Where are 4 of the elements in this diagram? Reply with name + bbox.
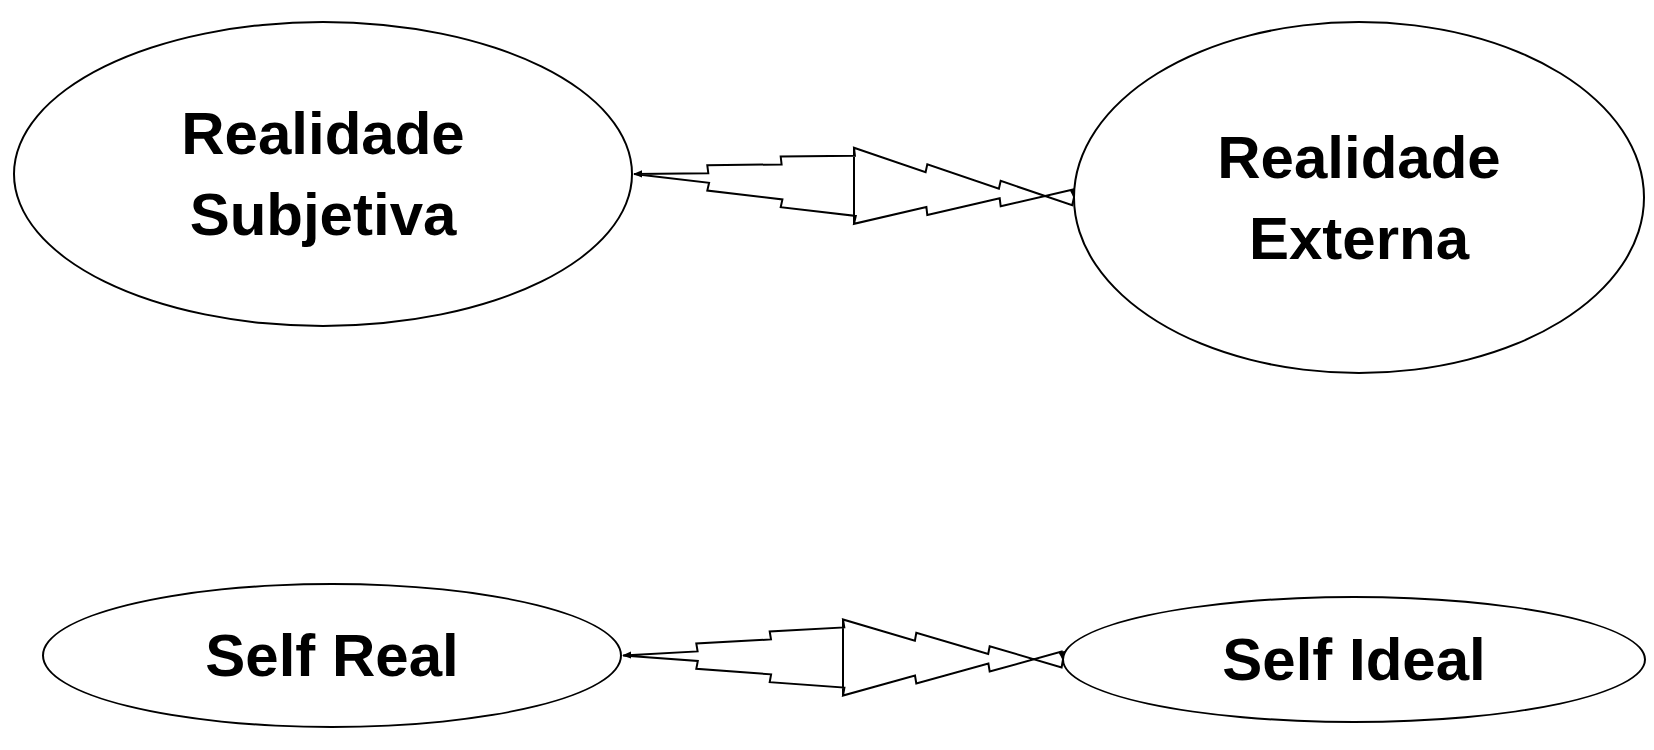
node-label: Realidade Subjetiva (180, 99, 466, 250)
node-label: Self Ideal (1222, 625, 1486, 695)
node-label: Realidade Externa (1216, 122, 1502, 274)
node-label: Self Real (205, 621, 459, 691)
